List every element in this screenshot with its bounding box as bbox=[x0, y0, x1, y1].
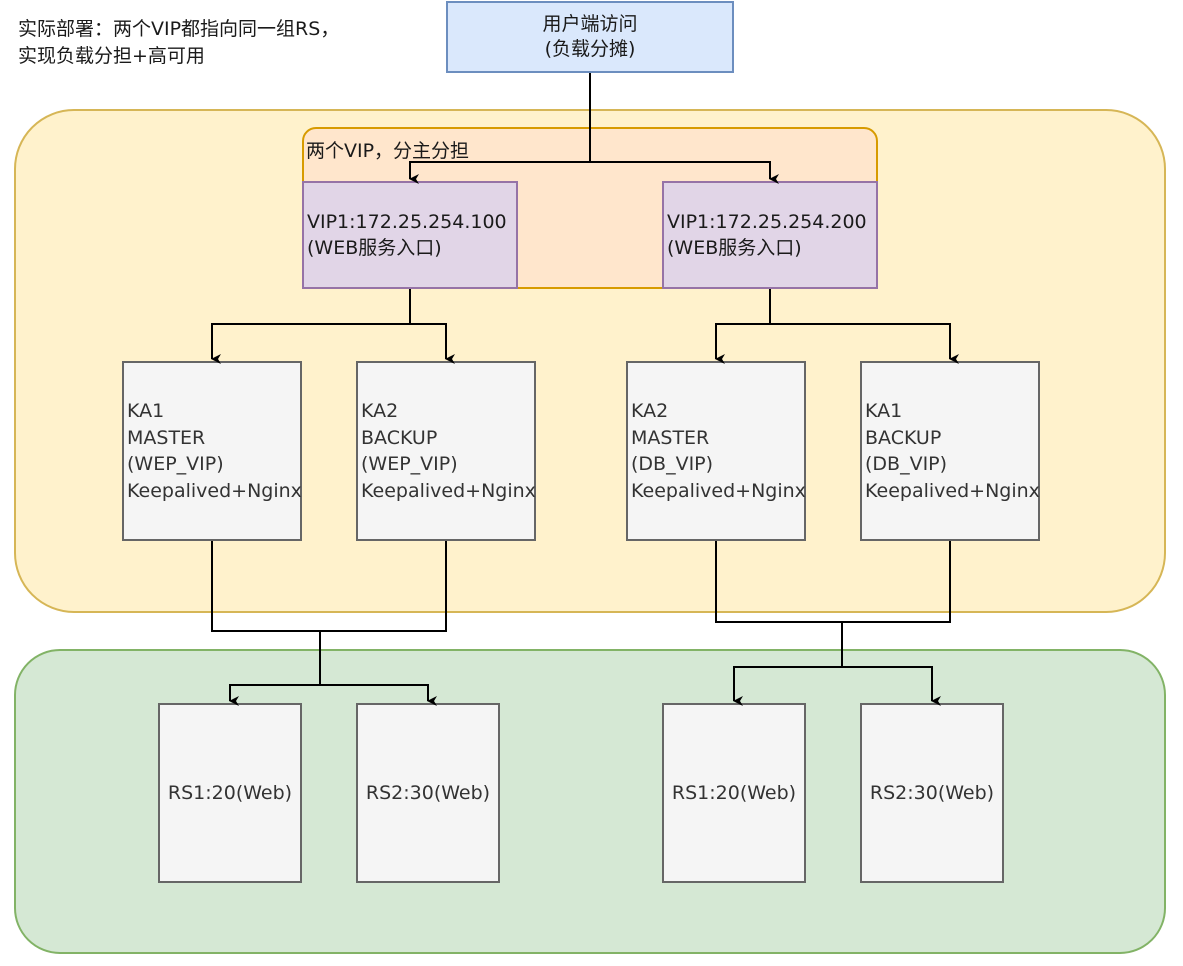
vip-node-100[interactable]: VIP1:172.25.254.100 (WEB服务入口) bbox=[302, 181, 518, 289]
ka-node-ka1-backup-db[interactable]: KA1 BACKUP (DB_VIP) Keepalived+Nginx bbox=[860, 361, 1040, 541]
rs-node-db-group-rs1[interactable]: RS1:20(Web) bbox=[662, 703, 806, 883]
vip-node-200[interactable]: VIP1:172.25.254.200 (WEB服务入口) bbox=[662, 181, 878, 289]
rs-node-db-group-rs2[interactable]: RS2:30(Web) bbox=[860, 703, 1004, 883]
ka-node-ka2-backup-web[interactable]: KA2 BACKUP (WEP_VIP) Keepalived+Nginx bbox=[356, 361, 536, 541]
ka-node-ka1-master-web[interactable]: KA1 MASTER (WEP_VIP) Keepalived+Nginx bbox=[122, 361, 302, 541]
rs-node-web-group-rs1[interactable]: RS1:20(Web) bbox=[158, 703, 302, 883]
ka-node-ka2-master-db[interactable]: KA2 MASTER (DB_VIP) Keepalived+Nginx bbox=[626, 361, 806, 541]
vip-group-label: 两个VIP，分主分担 bbox=[306, 140, 470, 162]
deployment-note: 实际部署：两个VIP都指向同一组RS， 实现负载分担+高可用 bbox=[18, 18, 340, 67]
client-access-node[interactable]: 用户端访问 (负载分摊) bbox=[446, 1, 734, 73]
rs-node-web-group-rs2[interactable]: RS2:30(Web) bbox=[356, 703, 500, 883]
